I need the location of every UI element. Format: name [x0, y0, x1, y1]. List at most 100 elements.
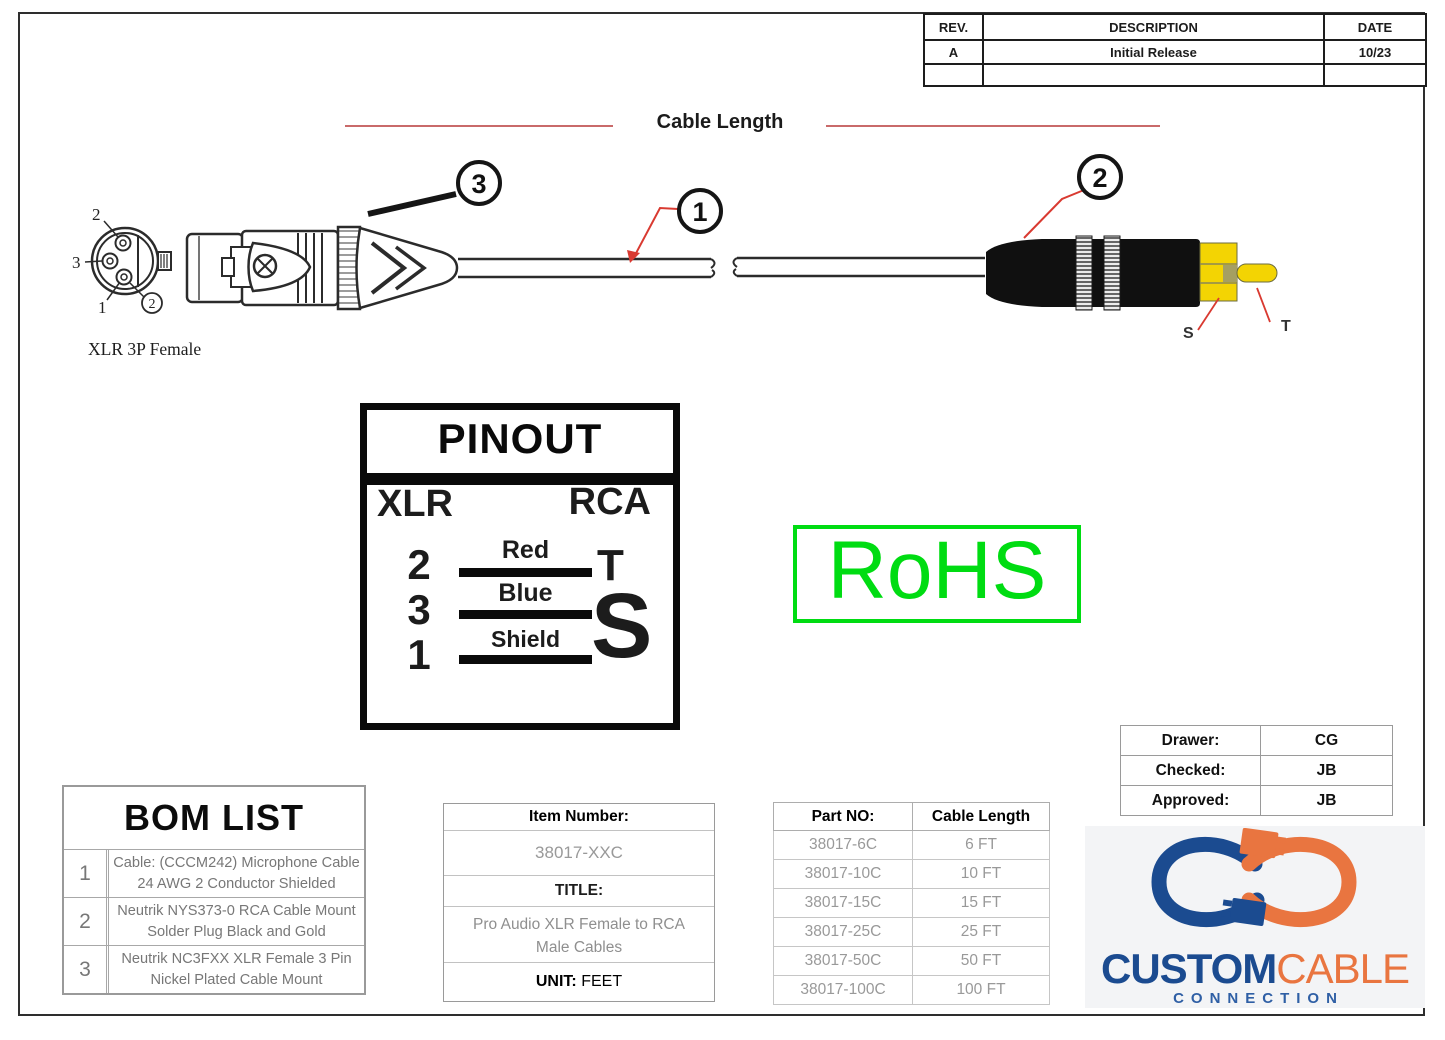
title-line: Male Cables	[535, 939, 623, 956]
approved-value: JB	[1260, 785, 1393, 816]
pin1-label: 1	[98, 298, 107, 317]
callout-1: 1	[627, 188, 723, 263]
rca-knurl-ring-2	[1103, 235, 1121, 311]
circled2-leader	[129, 282, 145, 298]
pinout-pin-2: 2	[407, 541, 431, 588]
rca-knurl-ring-1	[1075, 235, 1093, 311]
part-no: 38017-25C	[773, 917, 913, 947]
logo-blue-connector	[1221, 898, 1267, 926]
cable-length-line-left	[345, 125, 613, 127]
revision-table: REV. DESCRIPTION DATE A Initial Release …	[923, 13, 1427, 87]
logo-word-cable: CABLE	[1276, 945, 1410, 992]
circled2-label: 2	[149, 297, 156, 312]
pinout-pin-1: 1	[407, 631, 431, 678]
title-value: Pro Audio XLR Female to RCA Male Cables	[444, 906, 714, 962]
cable-break-left	[710, 258, 716, 278]
bom-item-number: 3	[64, 946, 109, 993]
bom-row-3: 3 Neutrik NC3FXX XLR Female 3 Pin Nickel…	[64, 945, 364, 993]
xlr-boot-chevron-inner	[394, 245, 427, 291]
rca-collar-shadow	[1223, 265, 1237, 282]
company-logo: CUSTOMCABLE CONNECTION	[1085, 826, 1425, 1008]
bom-desc-line: Solder Plug Black and Gold	[147, 923, 326, 940]
part-length: 25 FT	[912, 917, 1050, 947]
cable-length-line-right	[826, 125, 1160, 127]
part-no-header: Part NO:	[773, 802, 913, 831]
unit-row: UNIT: FEET	[444, 962, 714, 1001]
item-info-table: Item Number: 38017-XXC TITLE: Pro Audio …	[443, 803, 715, 1002]
logo-orange-loop	[1241, 836, 1357, 928]
infinity-cable-icon	[1151, 828, 1357, 928]
cable-length-label: Cable Length	[656, 111, 784, 133]
callout-1-number: 1	[692, 197, 707, 227]
part-length: 50 FT	[912, 946, 1050, 976]
callout-2-number: 2	[1092, 163, 1107, 193]
rev-empty	[923, 63, 984, 87]
pinout-box: PINOUT XLR RCA 2 Red T 3 Blue 1 Shield S	[360, 403, 680, 730]
description-empty	[982, 63, 1325, 87]
bom-item-description: Neutrik NYS373-0 RCA Cable Mount Solder …	[109, 898, 364, 945]
unit-label: UNIT:	[535, 973, 577, 990]
pin3-label: 3	[72, 253, 81, 272]
part-number-table: Part NO: Cable Length 38017-6C 6 FT 3801…	[773, 802, 1050, 1005]
unit-value: FEET	[581, 973, 623, 990]
drawer-label: Drawer:	[1120, 725, 1261, 756]
t-leader	[1256, 287, 1271, 323]
xlr-pin2-hole	[114, 234, 132, 252]
pin3-leader	[84, 260, 103, 263]
checked-value: JB	[1260, 755, 1393, 786]
pin2-label: 2	[92, 205, 101, 224]
date-value: 10/23	[1323, 39, 1427, 65]
xlr-boot-chevron-outer	[370, 241, 408, 295]
s-leader	[1197, 297, 1220, 331]
bom-desc-line: Neutrik NYS373-0 RCA Cable Mount	[117, 902, 356, 919]
rev-value: A	[923, 39, 984, 65]
description-value: Initial Release	[982, 39, 1325, 65]
bom-desc-line: Nickel Plated Cable Mount	[150, 971, 323, 988]
date-header: DATE	[1323, 13, 1427, 41]
pinout-xlr-header: XLR	[377, 483, 453, 525]
item-number-label: Item Number:	[529, 808, 629, 825]
part-no: 38017-6C	[773, 830, 913, 860]
bom-desc-line: Cable: (CCCM242) Microphone Cable	[113, 854, 360, 871]
bom-item-description: Cable: (CCCM242) Microphone Cable 24 AWG…	[109, 850, 364, 897]
bom-row-2: 2 Neutrik NYS373-0 RCA Cable Mount Solde…	[64, 897, 364, 945]
callout-3: 3	[367, 160, 502, 217]
page-border	[18, 12, 1425, 1016]
pinout-rca-s: S	[591, 575, 653, 677]
pinout-bar-red	[459, 568, 592, 577]
logo-word-custom: CUSTOM	[1101, 945, 1277, 992]
bom-row-1: 1 Cable: (CCCM242) Microphone Cable 24 A…	[64, 849, 364, 897]
rohs-badge: RoHS	[793, 525, 1081, 623]
bom-item-number: 1	[64, 850, 109, 897]
pin2-leader	[103, 220, 119, 238]
xlr-pin1-hole	[115, 268, 133, 286]
part-no: 38017-15C	[773, 888, 913, 918]
rca-connector: S T	[986, 235, 1291, 342]
part-length: 6 FT	[912, 830, 1050, 860]
pinout-divider	[367, 473, 673, 485]
part-length: 100 FT	[912, 975, 1050, 1005]
approval-table: Drawer: CG Checked: JB Approved: JB	[1120, 725, 1393, 816]
circled2-bubble	[141, 292, 163, 314]
bom-item-description: Neutrik NC3FXX XLR Female 3 Pin Nickel P…	[109, 946, 364, 993]
xlr-latch-button	[221, 257, 235, 277]
pinout-bar-blue	[459, 610, 592, 619]
part-length: 15 FT	[912, 888, 1050, 918]
t-label: T	[1281, 318, 1291, 335]
pin1-leader	[106, 281, 121, 301]
item-number-value: 38017-XXC	[444, 830, 714, 875]
callout-2: 2	[1023, 154, 1123, 239]
xlr-pin3-hole	[101, 252, 119, 270]
logo-subtitle: CONNECTION	[1173, 990, 1344, 1007]
bom-table: BOM LIST 1 Cable: (CCCM242) Microphone C…	[62, 785, 366, 995]
rca-body	[986, 239, 1200, 307]
s-label: S	[1183, 325, 1194, 342]
xlr-face-caption: XLR 3P Female	[88, 339, 201, 359]
cable-assembly-drawing: 2 3 1 2 XLR 3P Female	[72, 154, 1291, 359]
xlr-face-front-view: 2 3 1 2	[72, 205, 172, 317]
cable-run	[458, 256, 985, 279]
pinout-pin-3: 3	[407, 586, 431, 633]
part-no: 38017-10C	[773, 859, 913, 889]
title-line: Pro Audio XLR Female to RCA	[473, 916, 685, 933]
pinout-title: PINOUT	[437, 415, 603, 462]
